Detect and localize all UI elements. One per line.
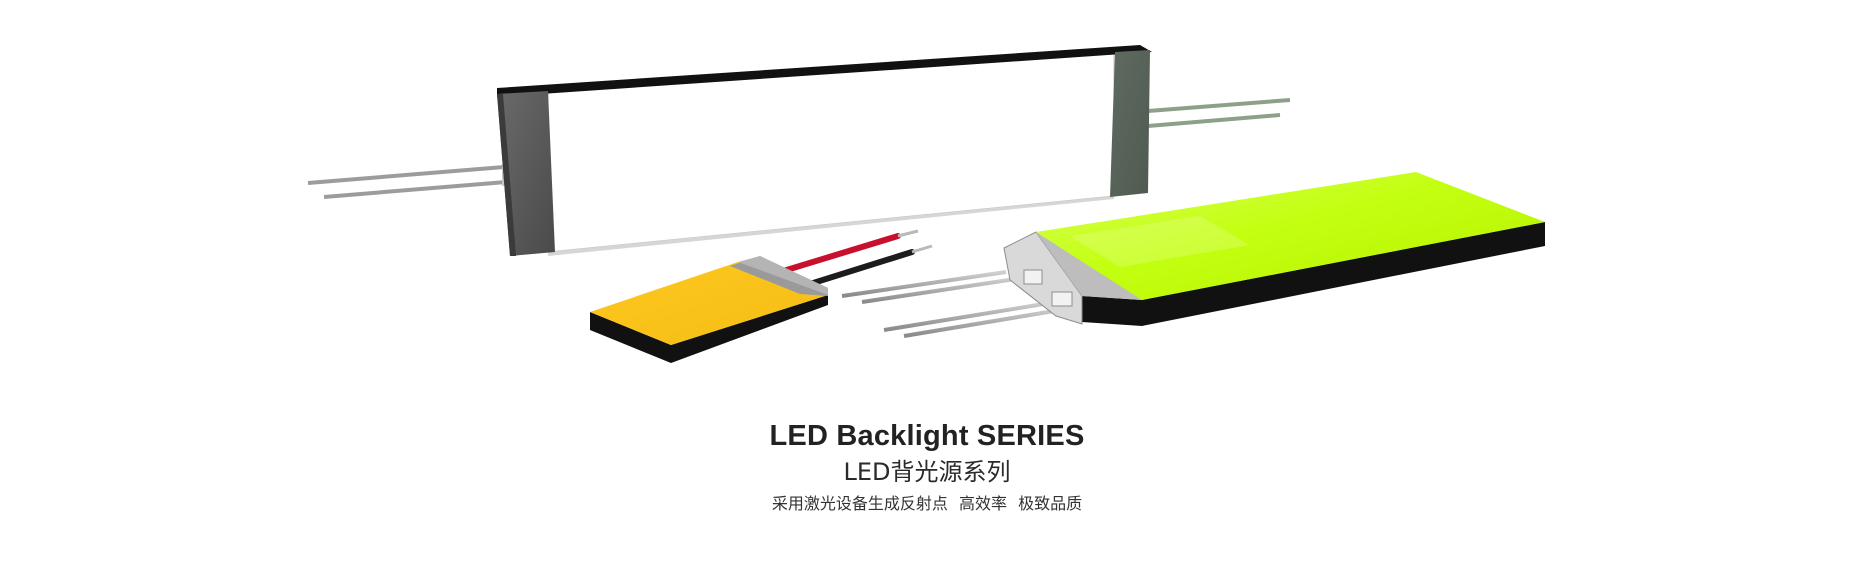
caption: LED Backlight SERIES LED背光源系列 采用激光设备生成反射…: [0, 418, 1854, 517]
amber-wires: [777, 229, 933, 287]
product-illustration: [307, 45, 1545, 363]
bar-right-pins: [1147, 98, 1291, 128]
bar-left-pins: [307, 164, 512, 199]
small-amber-backlight: [590, 229, 933, 363]
title-en: LED Backlight SERIES: [769, 420, 1085, 452]
green-pins: [841, 270, 1073, 338]
title-cn: LED背光源系列: [843, 458, 1011, 486]
tagline: 采用激光设备生成反射点 高效率 极致品质: [771, 494, 1083, 513]
large-green-backlight: [841, 172, 1545, 338]
bar-backlight: [307, 45, 1291, 256]
